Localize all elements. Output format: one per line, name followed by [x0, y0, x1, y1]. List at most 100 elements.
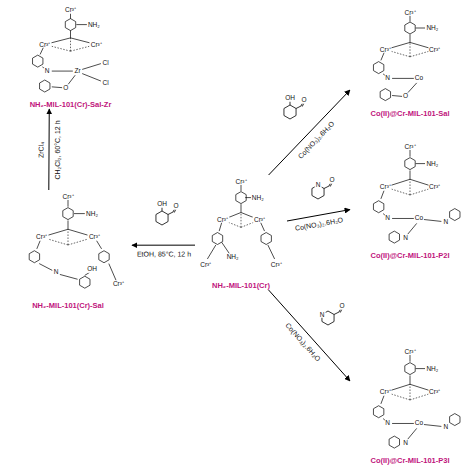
atom-label: O — [172, 203, 179, 210]
atom-label: N — [384, 75, 391, 82]
compound-structure: NH₂-MIL-101(Cr)-SalCr³⁺NH₂Cr³⁺Cr³⁺Cr³⁺NO… — [4, 190, 132, 310]
atom-label: NH₂ — [425, 25, 439, 32]
reagent-molecule — [312, 182, 332, 199]
atom-label: O — [62, 84, 69, 91]
aromatic-ring — [373, 406, 383, 418]
compound-structure: Co(II)@Cr-MIL-101-SalCr³⁺NH₂Cr³⁺Cr³⁺NCoO — [350, 6, 470, 118]
atom-label: NH₂ — [226, 254, 240, 261]
atom-label: Cr³⁺ — [38, 41, 51, 48]
reaction-condition: ZrCl₄ — [37, 140, 44, 158]
aromatic-ring — [373, 201, 383, 213]
bond-line — [207, 245, 215, 259]
reagent-molecule — [284, 101, 304, 119]
atom-label: O — [328, 177, 335, 184]
compound-name: Co(II)@Cr-MIL-101-Sal — [371, 110, 450, 118]
structure-drawing — [195, 175, 287, 290]
aromatic-ring — [380, 89, 390, 101]
reaction-arrow — [269, 90, 350, 175]
bond-line — [324, 186, 329, 189]
atom-label: Cl — [102, 60, 110, 67]
reaction-condition: CH₂Cl₂, 60°C, 12 h — [54, 119, 61, 180]
atom-label: Cr³⁺ — [403, 144, 416, 151]
atom-label: N — [44, 68, 51, 75]
coordination-bond — [68, 229, 69, 245]
atom-label: Cr³⁺ — [61, 194, 74, 201]
atom-label: Cr³⁺ — [90, 41, 103, 48]
reaction-condition: Co(NO₃)₂.6H₂O — [284, 320, 323, 362]
bond-line — [85, 272, 90, 275]
bond-line — [408, 223, 417, 234]
compound-name: NH₂-MIL-101(Cr)-Sal-Zr — [30, 101, 112, 109]
atom-label: NH₂ — [251, 194, 265, 201]
bond-line — [410, 355, 411, 362]
bond-line — [410, 150, 411, 157]
bond-line — [68, 75, 75, 84]
aromatic-ring — [405, 158, 415, 170]
bond-line — [330, 183, 332, 187]
reaction-arrow — [269, 290, 350, 381]
bond-line — [410, 34, 411, 42]
compound-name: Co(II)@Cr-MIL-101-P2I — [371, 252, 450, 260]
bond-line — [340, 309, 342, 313]
aromatic-ring — [389, 231, 399, 243]
atom-label: Cr³⁺ — [253, 217, 266, 224]
reaction-condition: EtOH, 85°C, 12 h — [135, 251, 191, 258]
bond-line — [392, 95, 402, 97]
atom-label: N — [384, 420, 391, 427]
aromatic-ring — [29, 251, 39, 263]
atom-label: Cr³⁺ — [234, 179, 247, 186]
bond-line — [410, 15, 411, 21]
aromatic-ring — [63, 208, 73, 220]
atom-label: Cr³⁺ — [379, 46, 392, 53]
atom-label: OH — [156, 201, 168, 208]
bond-line — [241, 204, 242, 212]
reagent-molecule — [156, 207, 176, 225]
atom-label: O — [402, 93, 409, 100]
coordination-bond — [241, 212, 242, 227]
coordination-bond — [410, 179, 411, 195]
bond-line — [68, 200, 69, 207]
atom-label: Cr³⁺ — [64, 7, 77, 14]
coordination-bond — [70, 38, 71, 51]
bond-line — [296, 106, 301, 109]
bond-line — [392, 218, 414, 219]
aromatic-ring — [236, 192, 246, 204]
compound-name: Co(II)@Cr-MIL-101-P3I — [371, 457, 450, 465]
aromatic-ring — [99, 251, 109, 263]
reagent-molecule — [322, 308, 342, 325]
bond-line — [52, 86, 63, 88]
bond-line — [70, 13, 71, 19]
atom-label: N — [315, 182, 322, 189]
atom-label: N — [53, 269, 60, 276]
bond-line — [423, 219, 441, 221]
bond-line — [60, 274, 78, 279]
aromatic-ring — [322, 311, 334, 325]
bond-line — [162, 207, 163, 211]
bond-line — [416, 368, 426, 369]
atom-label: Cr³⁺ — [428, 46, 441, 53]
atom-label: N — [402, 235, 409, 242]
reaction-arrow — [48, 109, 49, 190]
atom-label: OH — [284, 95, 296, 102]
bond-line — [82, 64, 101, 70]
atom-label: N — [384, 215, 391, 222]
atom-label: NH₂ — [85, 210, 99, 217]
coordination-bond — [410, 384, 411, 400]
compound-structure: Co(II)@Cr-MIL-101-P3ICr³⁺NH₂Cr³⁺Cr³⁺NCoN… — [350, 345, 470, 465]
bond-line — [222, 242, 230, 253]
atom-label: Cr³⁺ — [88, 234, 101, 241]
bond-line — [39, 264, 52, 271]
coordination-bond — [410, 42, 411, 56]
bond-line — [392, 78, 414, 79]
bond-line — [410, 170, 411, 179]
atom-label: Cr³⁺ — [379, 389, 392, 396]
compound-name: NH₂-MIL-101(Cr)-Sal — [32, 302, 104, 310]
reaction-condition: Co(NO₃)₂.6H₂O — [296, 119, 336, 160]
aromatic-ring — [261, 233, 271, 245]
atom-label: N — [442, 424, 449, 431]
aromatic-ring — [389, 436, 399, 448]
bond-line — [416, 163, 426, 164]
bond-line — [334, 312, 339, 315]
bond-line — [109, 264, 116, 281]
